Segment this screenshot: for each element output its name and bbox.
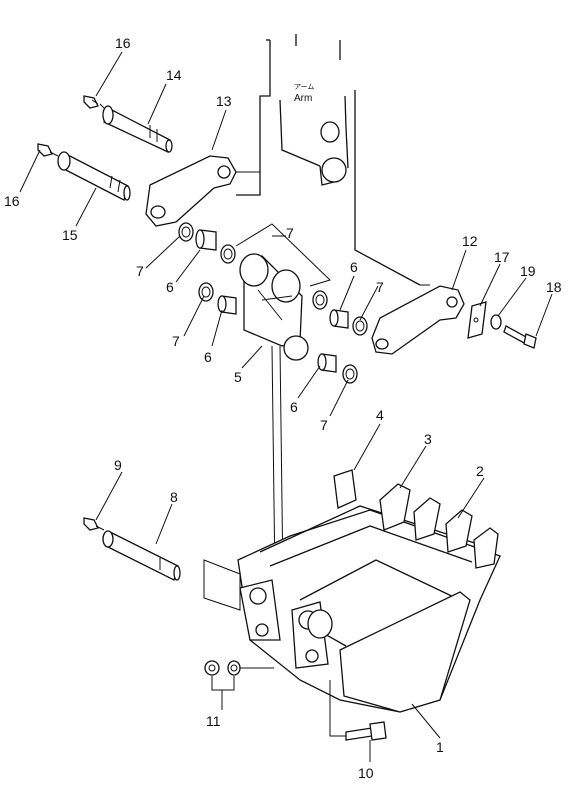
tooth-2b [445,509,473,553]
pin-8 [102,530,181,581]
bolt-guide-line [329,680,346,737]
leader-lines [19,51,553,762]
collar-7-c [198,282,214,302]
callout-7-lower-left: 7 [172,333,180,349]
callout-4: 4 [376,407,384,423]
bushing-6-c [329,309,349,329]
callout-2: 2 [476,463,484,479]
grease-fitting-9 [83,517,105,531]
callout-3: 3 [424,431,432,447]
callout-7-bottom: 7 [320,417,328,433]
arm-label: Arm [294,93,312,104]
callout-6-lower-left: 6 [204,349,212,365]
callout-7-right: 7 [376,279,384,295]
callout-9: 9 [114,457,122,473]
tooth-2c [473,527,499,569]
collar-7-a [178,222,194,242]
pin-14 [102,105,173,153]
tooth-3 [379,483,411,531]
link-5 [235,223,331,361]
collar-7-e [352,316,368,336]
callout-12: 12 [462,233,478,249]
callout-6-left: 6 [166,279,174,295]
bolt-10 [345,721,387,741]
callout-7-left: 7 [136,263,144,279]
callout-16-upper: 16 [115,35,131,51]
collar-7-d [312,290,328,310]
callout-14: 14 [166,67,182,83]
callout-5: 5 [234,369,242,385]
plate-17 [467,301,487,339]
callout-6-right: 6 [350,259,358,275]
pin-15 [57,151,131,201]
callout-17: 17 [494,249,510,265]
grease-fitting-16-upper [83,95,105,109]
callout-13: 13 [216,93,232,109]
callout-18: 18 [546,279,562,295]
tooth-2a [413,497,441,541]
arm [236,34,430,286]
bushing-6-b [217,295,237,315]
callout-11: 11 [206,713,221,729]
callout-6-bottom: 6 [290,399,298,415]
nut-11-a [204,660,220,676]
bolt-18 [503,325,537,349]
callout-8: 8 [170,489,178,505]
callout-7-top: 7 [286,225,294,241]
collar-7-f [342,364,358,384]
callout-15: 15 [62,227,78,243]
collar-7-b [220,244,236,264]
bushing-6-d [317,353,337,373]
bushing-6-a [195,229,217,251]
arm-label-jp: アーム [294,83,314,91]
link-13 [145,155,260,227]
link-12 [371,285,465,355]
callout-16-lower: 16 [4,193,20,209]
side-cutter-4 [333,469,357,509]
grease-fitting-16-lower [37,143,59,157]
callout-10: 10 [358,765,374,781]
washer-19 [490,314,502,330]
nut-11-b [227,660,241,676]
bucket-1 [203,505,501,713]
callout-1: 1 [436,739,444,755]
callout-19: 19 [520,263,536,279]
